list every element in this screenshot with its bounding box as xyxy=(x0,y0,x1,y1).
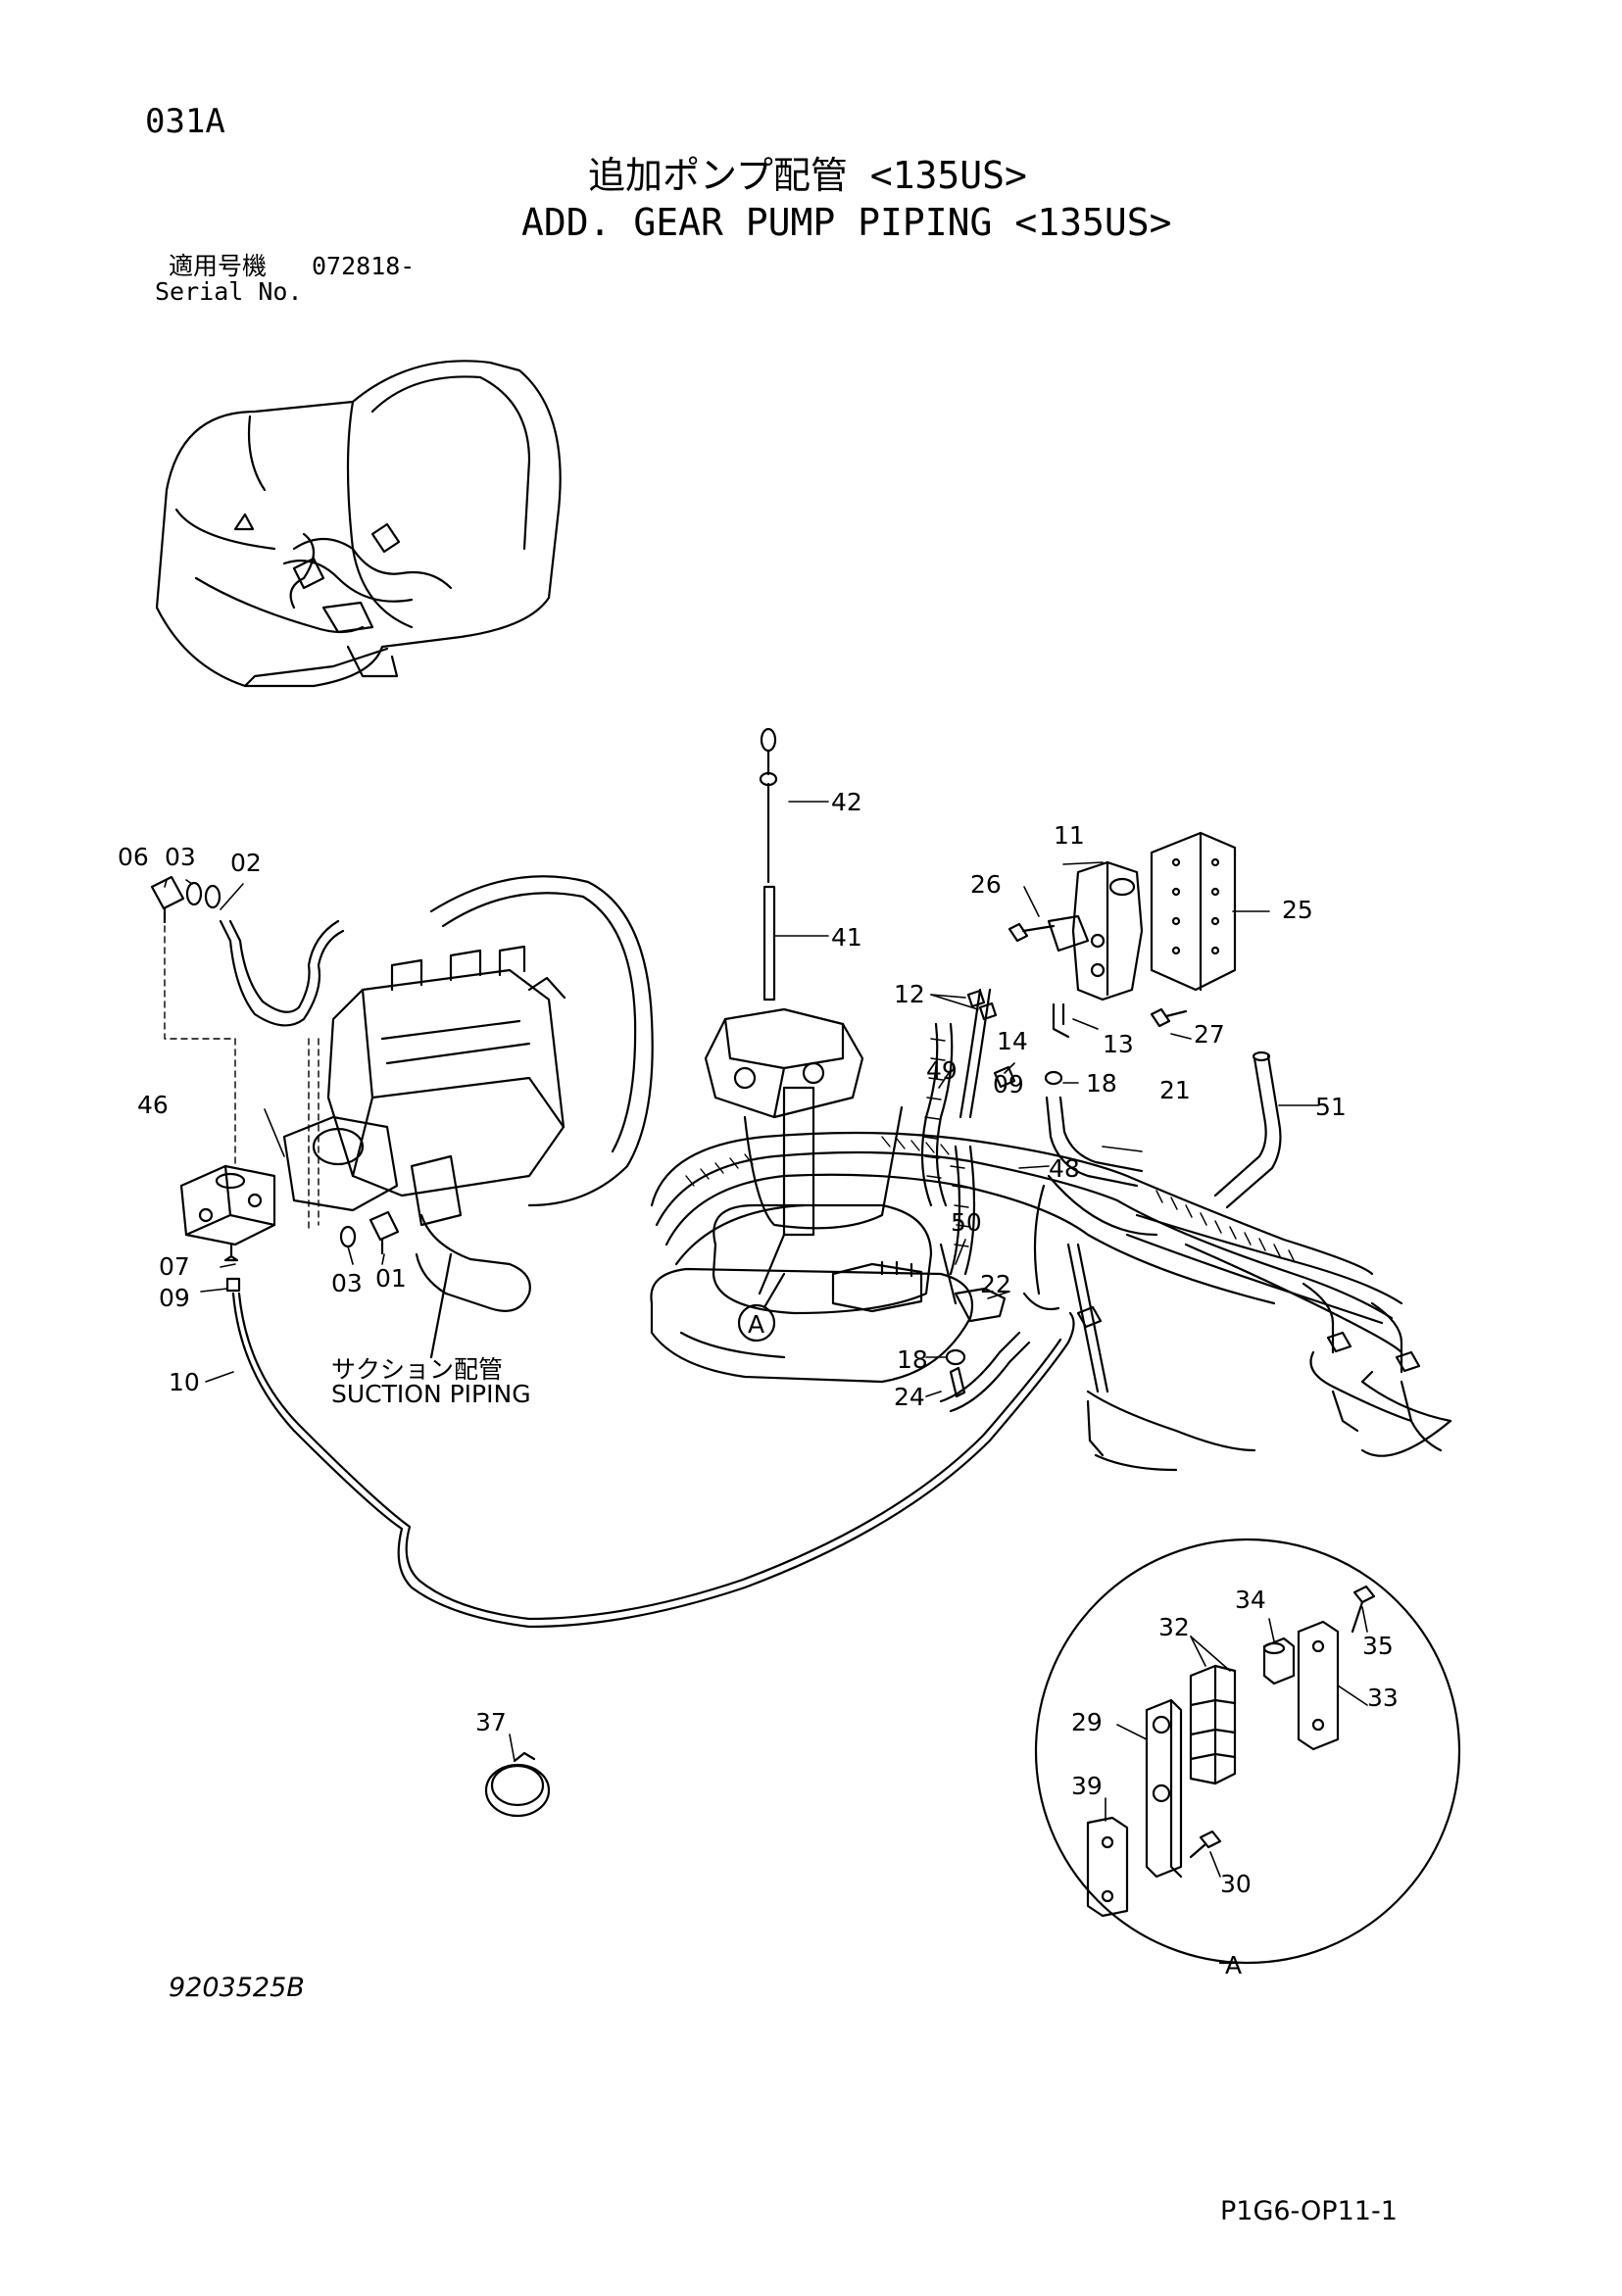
callout-21: 21 xyxy=(1159,1076,1191,1104)
callout-34: 34 xyxy=(1235,1586,1266,1614)
right-hoses xyxy=(1076,1305,1452,1472)
main-pump-assembly xyxy=(282,875,654,1312)
fitting-14 xyxy=(993,1065,1016,1089)
callout-14: 14 xyxy=(997,1027,1028,1055)
serial-label-japanese: 適用号機 xyxy=(169,252,268,280)
gear-pump-46 xyxy=(179,1164,276,1246)
serial-value: 072818- xyxy=(312,252,416,280)
callout-51: 51 xyxy=(1315,1093,1347,1121)
hose-bundle-48-49 xyxy=(650,988,1452,1452)
fittings-06-03 xyxy=(150,875,221,924)
callout-33: 33 xyxy=(1367,1684,1399,1712)
fittings-12 xyxy=(966,989,998,1021)
callout-26: 26 xyxy=(970,870,1002,899)
suction-leader xyxy=(429,1252,453,1359)
suction-label-japanese: サクション配管 xyxy=(331,1355,504,1384)
serial-label-english: Serial No. xyxy=(155,277,303,306)
fittings-01-03-lower xyxy=(339,1210,400,1255)
detail-A-plate-33 xyxy=(1297,1620,1340,1751)
callout-09: 09 xyxy=(159,1284,190,1312)
callout-22: 22 xyxy=(980,1270,1011,1298)
callout-50: 50 xyxy=(951,1208,982,1237)
title-english: ADD. GEAR PUMP PIPING <135US> xyxy=(521,201,1172,244)
callout-46: 46 xyxy=(137,1091,169,1119)
callout-03-lower: 03 xyxy=(331,1269,363,1297)
bolt-27 xyxy=(1150,1007,1188,1028)
callout-32: 32 xyxy=(1158,1613,1190,1641)
callout-09-right: 09 xyxy=(993,1070,1024,1099)
callout-35: 35 xyxy=(1362,1632,1394,1660)
callout-06: 06 xyxy=(118,843,149,871)
callout-02: 02 xyxy=(230,849,262,877)
detail-A-plate-39 xyxy=(1086,1816,1129,1918)
detail-A-plate-29 xyxy=(1145,1698,1183,1879)
detail-A-bolt-35 xyxy=(1351,1585,1376,1634)
valve-22 xyxy=(954,1287,1007,1323)
page-reference: P1G6-OP11-1 xyxy=(1220,2196,1398,2226)
callout-13: 13 xyxy=(1103,1030,1134,1058)
hose-21 xyxy=(1045,1096,1144,1188)
callout-49: 49 xyxy=(926,1056,958,1085)
callout-27: 27 xyxy=(1194,1020,1225,1049)
fitting-24 xyxy=(939,1331,1031,1413)
detail-pointer-label: A xyxy=(748,1310,765,1339)
swing-motor-assembly xyxy=(650,1007,974,1384)
spiral-wraps xyxy=(685,1038,1296,1263)
callout-11: 11 xyxy=(1054,821,1085,850)
fitting-13 xyxy=(1052,1002,1070,1039)
callout-37: 37 xyxy=(475,1708,507,1736)
suction-label-english: SUCTION PIPING xyxy=(331,1380,531,1408)
callout-01: 01 xyxy=(375,1264,407,1293)
callout-12: 12 xyxy=(894,980,925,1008)
pipe-51 xyxy=(1213,1050,1282,1209)
detail-A-clamp-32 xyxy=(1189,1664,1237,1785)
callout-39: 39 xyxy=(1071,1772,1103,1800)
callout-leaders xyxy=(164,801,1368,1878)
callout-07: 07 xyxy=(159,1252,190,1281)
callout-18: 18 xyxy=(1086,1069,1117,1098)
suction-pipe-02 xyxy=(219,919,345,1027)
band-clamp-37 xyxy=(484,1751,551,1818)
callout-A: A xyxy=(1225,1951,1243,1979)
detail-A-bolt-30 xyxy=(1189,1830,1222,1859)
valve-block-11 xyxy=(1047,860,1144,1001)
detail-A-circle xyxy=(1034,1538,1461,1965)
fittings-07-09 xyxy=(223,1243,241,1293)
mounting-bracket-25 xyxy=(1150,831,1237,992)
machine-overview-drawing xyxy=(155,360,562,688)
page-code: 031A xyxy=(145,102,225,141)
callout-10: 10 xyxy=(169,1368,200,1396)
callout-03: 03 xyxy=(165,843,196,871)
o-ring-18-upper xyxy=(1044,1070,1063,1086)
bolt-26 xyxy=(1008,922,1056,943)
detail-A-spacer-34 xyxy=(1262,1637,1296,1685)
callout-30: 30 xyxy=(1220,1870,1252,1898)
title-japanese: 追加ポンプ配管 <135US> xyxy=(588,154,1027,197)
callout-18-lower: 18 xyxy=(897,1345,928,1374)
callout-24: 24 xyxy=(894,1383,925,1411)
callout-25: 25 xyxy=(1282,896,1313,924)
o-ring-18-lower xyxy=(945,1348,966,1366)
hose-10 xyxy=(231,1292,1075,1629)
callout-42: 42 xyxy=(831,788,862,816)
leader-lines-dashed xyxy=(164,925,319,1231)
detail-A-pointer xyxy=(737,1272,786,1343)
callout-48: 48 xyxy=(1049,1154,1080,1183)
drawing-number: 9203525B xyxy=(169,1973,305,2003)
callout-29: 29 xyxy=(1071,1708,1103,1736)
callout-41: 41 xyxy=(831,923,862,952)
dipstick-42-41 xyxy=(759,727,778,1001)
